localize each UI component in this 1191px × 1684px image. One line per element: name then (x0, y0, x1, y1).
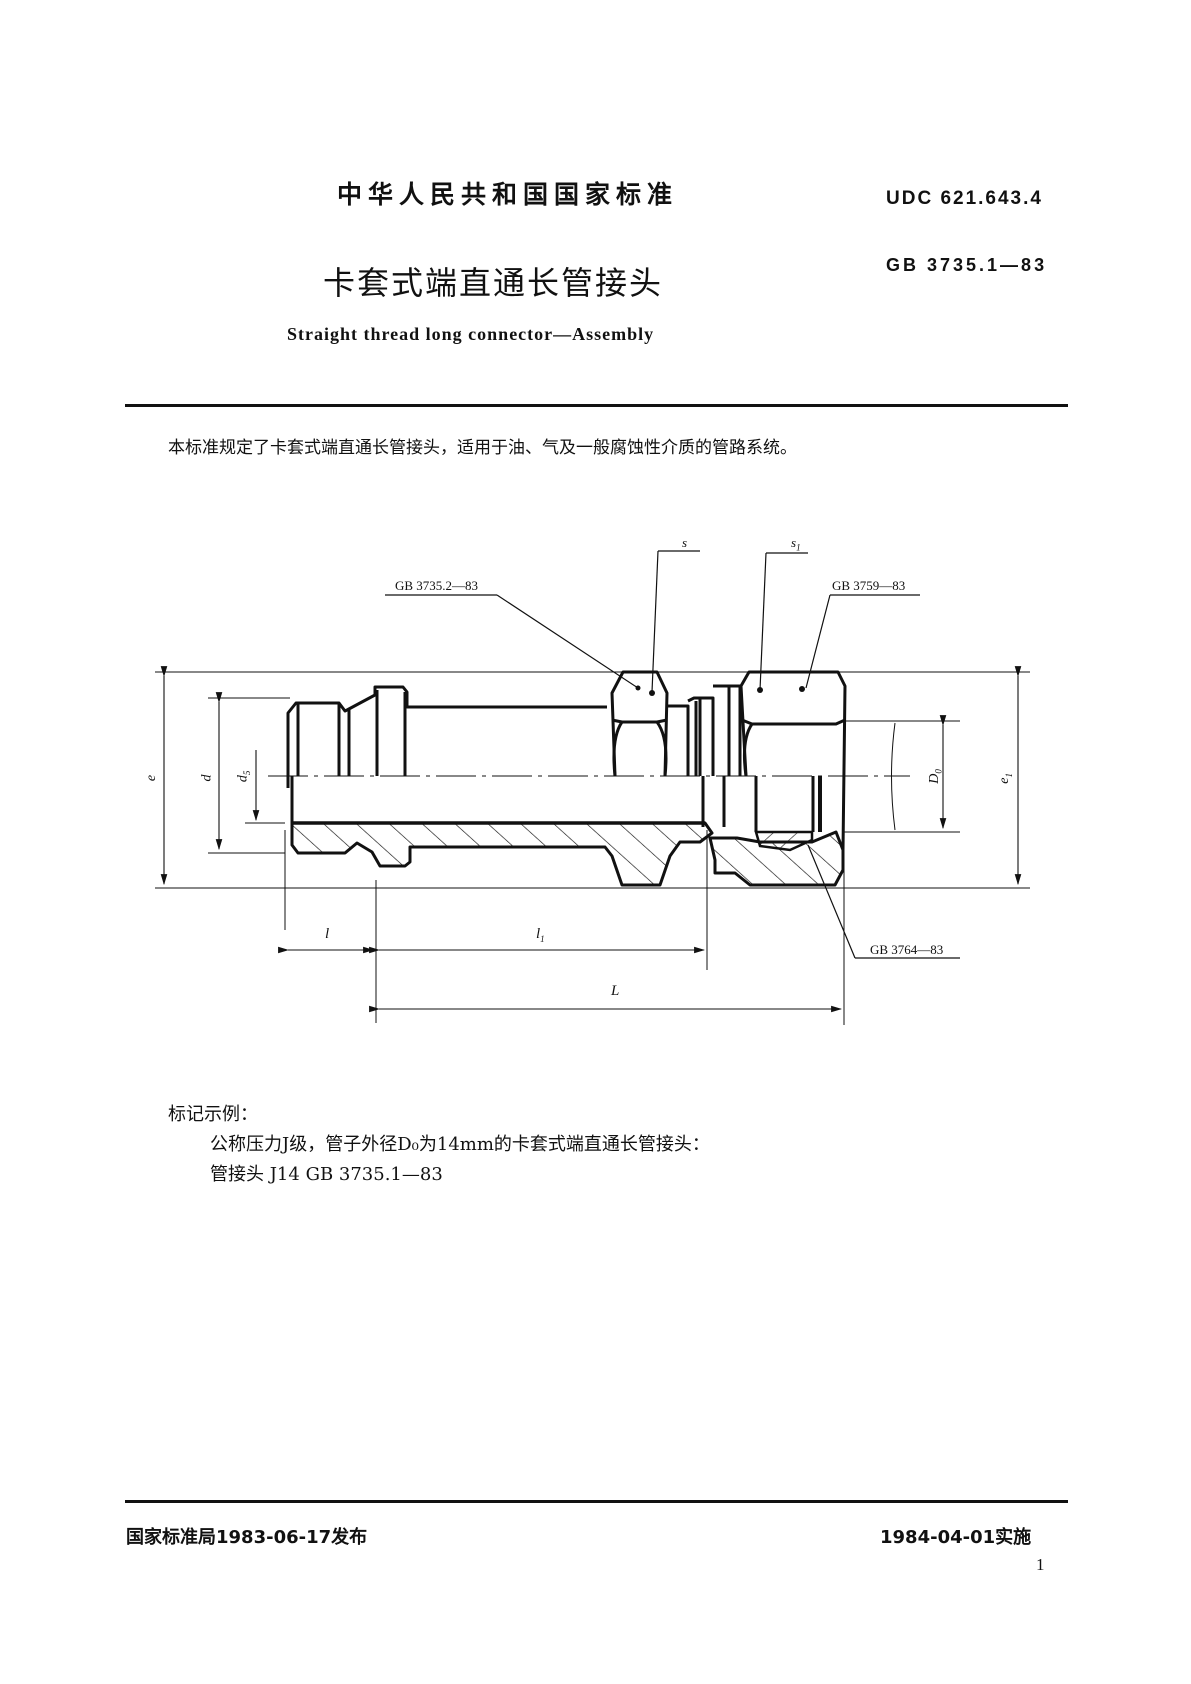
dim-label-l1-sub: 1 (540, 934, 545, 944)
dim-label-e1-sub: 1 (1003, 773, 1014, 778)
effective-date: 1984-04-01实施 (880, 1527, 1032, 1548)
dim-label-l1-base: l (536, 926, 541, 942)
dim-label-d5: d5 (235, 771, 252, 783)
standard-number: GB 3735.1—83 (886, 255, 1048, 275)
dim-label-l1: l1 (536, 926, 545, 944)
label-s1: s1 (791, 535, 801, 553)
dim-label-D0-base: D (926, 773, 942, 784)
intro-paragraph: 本标准规定了卡套式端直通长管接头，适用于油、气及一般腐蚀性介质的管路系统。 (168, 438, 797, 458)
document-title-cn: 卡套式端直通长管接头 (323, 264, 664, 302)
callout-body-standard: GB 3735.2—83 (395, 578, 479, 593)
callout-leaders (385, 550, 960, 959)
marking-example-description: 公称压力J级，管子外径D₀为14mm的卡套式端直通长管接头： (210, 1134, 710, 1155)
body-section-hatched (290, 821, 714, 887)
label-s1-base: s (791, 535, 797, 550)
issue-date: 国家标准局1983-06-17发布 (126, 1527, 368, 1548)
udc-number: UDC 621.643.4 (886, 188, 1043, 209)
dim-label-l: l (325, 926, 330, 942)
callout-ferrule-standard: GB 3764—83 (870, 942, 944, 957)
dim-label-e1: e1 (997, 773, 1014, 784)
national-standard-heading: 中华人民共和国国家标准 (337, 180, 679, 209)
page-number: 1 (1036, 1555, 1045, 1574)
marking-example-code: 管接头 J14 GB 3735.1—83 (210, 1164, 443, 1185)
dim-label-d5-sub: 5 (242, 770, 253, 776)
dim-label-D0-sub: 0 (933, 769, 944, 774)
dim-label-L: L (611, 983, 620, 999)
marking-example-heading: 标记示例： (168, 1104, 258, 1125)
dim-label-D0: D0 (927, 769, 944, 784)
label-s: s (682, 535, 688, 550)
header-divider (125, 404, 1068, 407)
ferrule-section (754, 830, 814, 852)
footer-divider (125, 1500, 1068, 1503)
dim-label-d: d (199, 774, 215, 782)
callout-nut-standard: GB 3759—83 (832, 578, 906, 593)
dim-label-e1-base: e (996, 777, 1012, 784)
dim-label-e: e (144, 774, 160, 782)
dim-label-d5-base: d (235, 775, 251, 783)
document-title-en: Straight thread long connector—Assembly (287, 324, 655, 344)
label-s1-sub: 1 (796, 542, 801, 553)
